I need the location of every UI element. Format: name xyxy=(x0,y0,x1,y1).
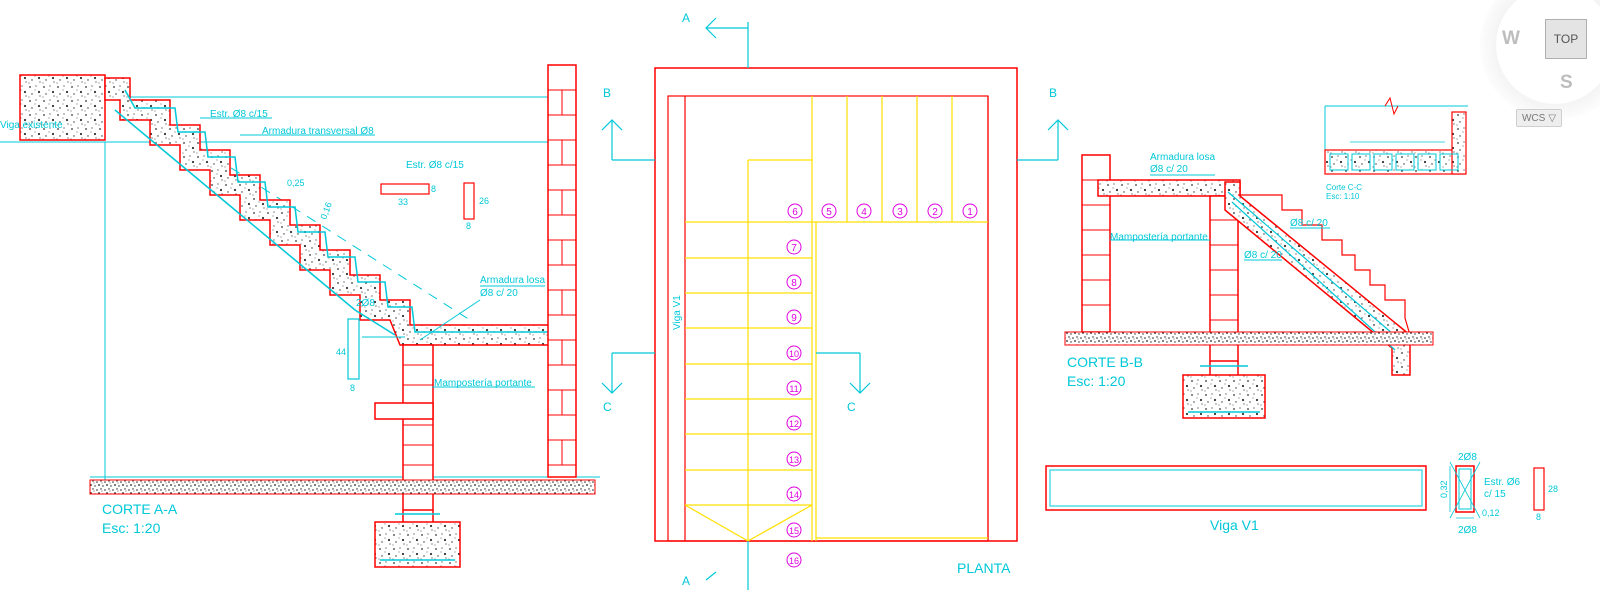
step-number: 11 xyxy=(789,384,798,394)
v1-dim-28: 28 xyxy=(1548,484,1558,494)
chevron-down-icon: ▽ xyxy=(1548,112,1557,124)
corte-bb-title: CORTE B-B xyxy=(1067,354,1143,370)
label-armadura-losa-a2: Ø8 c/ 20 xyxy=(480,288,518,299)
step-number: 6 xyxy=(792,207,798,218)
v1-estr2: c/ 15 xyxy=(1484,489,1506,500)
corte-bb-section xyxy=(1064,154,1434,419)
step-number: 14 xyxy=(789,490,799,500)
step-number: 10 xyxy=(789,349,799,359)
step-number: 7 xyxy=(791,243,797,254)
dim-025: 0,25 xyxy=(287,178,305,188)
step-number: 13 xyxy=(789,455,799,465)
steps-left-column: 7 8 9 10 11 12 13 14 15 16 xyxy=(786,239,802,568)
viewcube-west[interactable]: W xyxy=(1502,28,1520,49)
label-viga-v1-vertical: Viga V1 xyxy=(672,295,683,330)
corte-bb-scale: Esc: 1:20 xyxy=(1067,373,1126,389)
viewcube-top-face[interactable]: TOP xyxy=(1545,19,1587,59)
label-armadura-losa-a: Armadura losa xyxy=(480,275,545,286)
corte-cc-section xyxy=(1324,96,1468,175)
section-a-bottom: A xyxy=(682,574,690,588)
wcs-menu-button[interactable]: WCS ▽ xyxy=(1516,109,1562,127)
planta-plan xyxy=(601,17,1069,590)
label-armadura-transversal: Armadura transversal Ø8 xyxy=(262,126,374,137)
section-c-left: C xyxy=(603,400,612,414)
dim-33: 33 xyxy=(398,197,408,207)
v1-bottom-bars: 2Ø8 xyxy=(1458,525,1477,536)
step-number: 15 xyxy=(789,526,799,536)
section-a-top: A xyxy=(682,11,690,25)
wcs-label: WCS xyxy=(1521,112,1546,124)
stair-profile-aa xyxy=(104,77,561,346)
label-armadura-losa-b2: Ø8 c/ 20 xyxy=(1150,164,1188,175)
v1-top-bars: 2Ø8 xyxy=(1458,452,1477,463)
step-number: 1 xyxy=(967,207,973,218)
viewcube-south[interactable]: S xyxy=(1560,72,1573,93)
dim-8b: 8 xyxy=(466,221,471,231)
steps-top-row: 6 5 4 3 2 1 xyxy=(787,203,978,219)
label-mamposteria-b: Mampostería portante xyxy=(1110,232,1208,243)
v1-width: 0,12 xyxy=(1482,508,1500,518)
corte-aa-title: CORTE A-A xyxy=(102,501,178,517)
step-number: 5 xyxy=(826,207,832,218)
step-number: 8 xyxy=(791,278,797,289)
planta-title: PLANTA xyxy=(957,560,1011,576)
viga-v1-title: Viga V1 xyxy=(1210,517,1259,533)
label-phi8-c20-b: Ø8 c/ 20 xyxy=(1244,250,1282,261)
step-number: 2 xyxy=(932,207,938,218)
step-number: 16 xyxy=(789,556,799,566)
label-mamposteria-a: Mampostería portante xyxy=(434,378,532,389)
corte-cc-scale: Esc: 1:10 xyxy=(1326,192,1360,201)
dim-44: 44 xyxy=(336,347,346,357)
dim-26: 26 xyxy=(479,196,489,206)
label-viga-existente: Viga existente xyxy=(0,120,63,131)
section-b-left: B xyxy=(603,86,611,100)
section-c-right: C xyxy=(847,400,856,414)
viga-v1-detail xyxy=(1045,461,1545,519)
section-b-right: B xyxy=(1049,86,1057,100)
label-2phi8: 2Ø8 xyxy=(356,298,375,309)
dim-016: 0,16 xyxy=(318,201,333,221)
label-estr-1: Estr. Ø8 c/15 xyxy=(210,109,268,120)
step-number: 12 xyxy=(789,419,799,429)
corte-aa-section xyxy=(0,64,600,568)
v1-estr: Estr. Ø6 xyxy=(1484,477,1521,488)
v1-dim-8: 8 xyxy=(1536,512,1541,522)
step-number: 3 xyxy=(897,207,903,218)
dim-8: 8 xyxy=(431,184,436,194)
corte-aa-scale: Esc: 1:20 xyxy=(102,520,161,536)
dim-8c: 8 xyxy=(350,383,355,393)
step-number: 9 xyxy=(791,313,797,324)
corte-cc-title: Corte C-C xyxy=(1326,183,1362,192)
step-number: 4 xyxy=(861,207,867,218)
label-armadura-losa-b: Armadura losa xyxy=(1150,152,1215,163)
v1-height: 0,32 xyxy=(1439,480,1449,498)
label-estr-2: Estr. Ø8 c/15 xyxy=(406,160,464,171)
label-phi8-c20-a: Ø8 c/ 20 xyxy=(1290,218,1328,229)
view-cube[interactable]: W TOP S xyxy=(1502,8,1600,96)
